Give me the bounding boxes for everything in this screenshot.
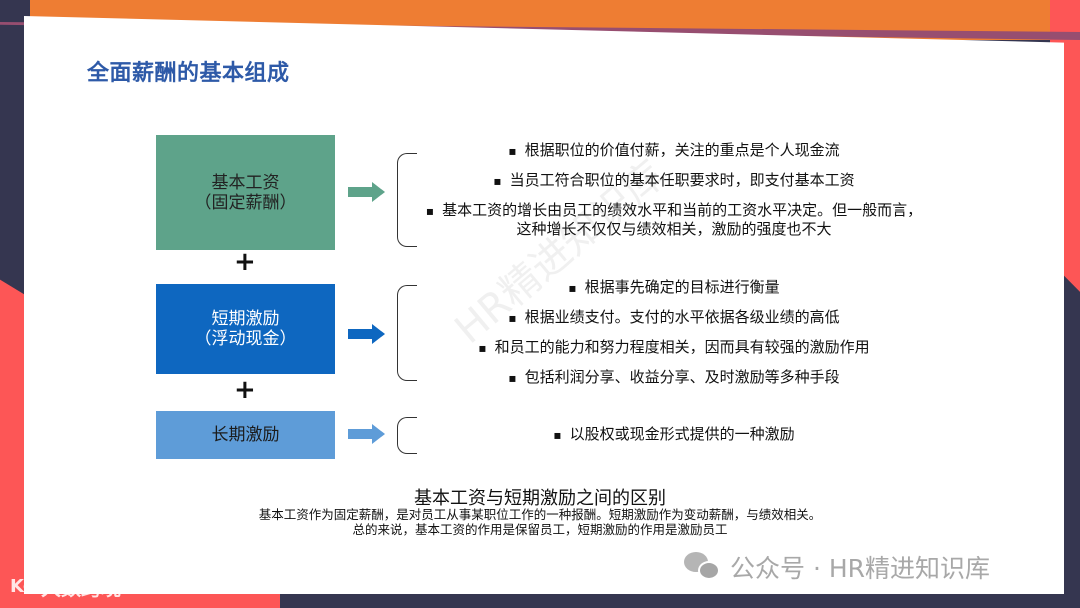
bullet-item: 根据业绩支付。支付的水平依据各级业绩的高低 [420, 308, 928, 327]
long-term-label: 长期激励 [211, 425, 280, 445]
logo-text: 大数跨境 [40, 576, 121, 600]
bullet-item: 和员工的能力和努力程度相关，因而具有较强的激励作用 [420, 338, 928, 357]
difference-body: 基本工资作为固定薪酬，是对员工从事某职位工作的一种报酬。短期激励作为变动薪酬，与… [0, 508, 1080, 538]
long-term-bullets: 以股权或现金形式提供的一种激励 [420, 425, 928, 455]
bullet-item: 根据职位的价值付薪，关注的重点是个人现金流 [420, 141, 928, 160]
long-term-incentive-box: 长期激励 [156, 411, 335, 459]
base-salary-bullets: 根据职位的价值付薪，关注的重点是个人现金流 当员工符合职位的基本任职要求时，即支… [420, 141, 928, 249]
wechat-watermark: 公众号 · HR精进知识库 [684, 549, 990, 585]
base-salary-label: 基本工资 [211, 172, 280, 193]
short-term-label: 短期激励 [211, 309, 280, 329]
difference-line-1: 基本工资作为固定薪酬，是对员工从事某职位工作的一种报酬。短期激励作为变动薪酬，与… [258, 508, 822, 522]
base-salary-sublabel: （固定薪酬） [194, 192, 297, 213]
short-term-bullets: 根据事先确定的目标进行衡量 根据业绩支付。支付的水平依据各级业绩的高低 和员工的… [420, 278, 928, 398]
bullet-item: 根据事先确定的目标进行衡量 [420, 278, 928, 297]
plus-icon: + [234, 247, 256, 277]
plus-icon: + [234, 375, 256, 405]
bullet-item: 当员工符合职位的基本任职要求时，即支付基本工资 [420, 171, 928, 190]
bullet-item: 以股权或现金形式提供的一种激励 [420, 425, 928, 444]
bracket-icon [397, 153, 417, 247]
bullet-item: 基本工资的增长由员工的绩效水平和当前的工资水平决定。但一般而言，这种增长不仅仅与… [420, 201, 928, 238]
short-term-incentive-box: 短期激励 （浮动现金） [156, 284, 335, 374]
arrow-right-icon [348, 424, 386, 444]
bracket-icon [397, 417, 417, 454]
page-title: 全面薪酬的基本组成 [87, 60, 290, 85]
short-term-sublabel: （浮动现金） [194, 329, 297, 349]
bullet-item: 包括利润分享、收益分享、及时激励等多种手段 [420, 368, 928, 387]
difference-title: 基本工资与短期激励之间的区别 [414, 488, 666, 508]
logo-icon: K∞ [10, 576, 37, 597]
base-salary-box: 基本工资 （固定薪酬） [156, 135, 335, 250]
bracket-icon [397, 285, 417, 381]
arrow-right-icon [348, 324, 386, 344]
difference-line-2: 总的来说，基本工资的作用是保留员工，短期激励的作用是激励员工 [352, 523, 728, 537]
wechat-watermark-text: 公众号 · HR精进知识库 [730, 554, 991, 583]
arrow-right-icon [348, 182, 386, 202]
wechat-icon [684, 552, 722, 582]
corner-logo: K∞ 大数跨境 [10, 572, 121, 601]
